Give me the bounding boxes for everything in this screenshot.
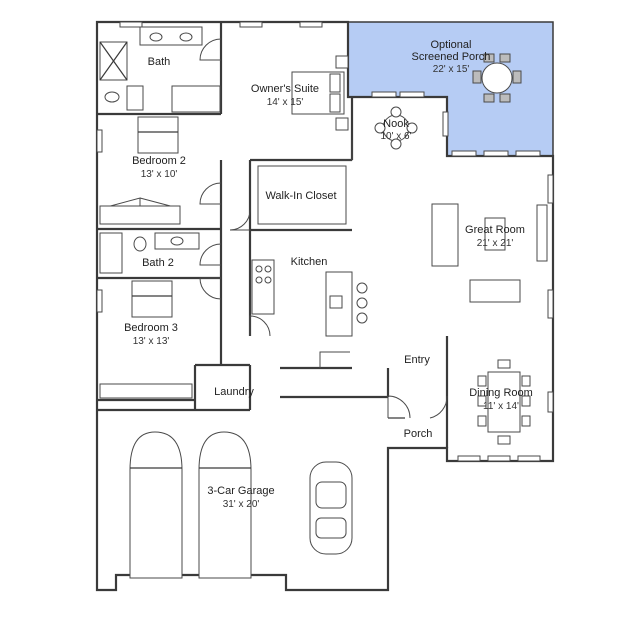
screened-porch-dims: 22' x 15' — [433, 64, 470, 75]
entry-label: Entry — [404, 354, 430, 366]
kitchen-label: Kitchen — [291, 256, 328, 268]
garage-dims: 31' x 20' — [223, 499, 260, 510]
nook-label: Nook — [383, 118, 409, 130]
door-swings — [199, 38, 448, 419]
bedroom2-furniture — [99, 116, 181, 225]
dining-table — [477, 359, 531, 445]
laundry-label: Laundry — [214, 386, 254, 398]
owners-suite-dims: 14' x 15' — [267, 97, 304, 108]
screened-porch-label-2: Screened Porch — [412, 51, 491, 63]
great-room-dims: 21' x 21' — [477, 238, 514, 249]
porch-label: Porch — [404, 428, 433, 440]
room-labels: Optional Screened Porch 22' x 15' Bath O… — [124, 39, 533, 510]
bedroom2-dims: 13' x 10' — [141, 169, 178, 180]
bedroom3-dims: 13' x 13' — [133, 336, 170, 347]
great-room-furniture — [431, 203, 548, 303]
porch-table — [472, 53, 522, 103]
kitchen-fixtures — [251, 259, 368, 337]
bath-fixtures — [99, 26, 221, 113]
garage-cars — [129, 431, 353, 579]
bedroom3-label: Bedroom 3 — [124, 322, 178, 334]
bath2-fixtures — [99, 232, 200, 274]
screened-porch-label-1: Optional — [431, 39, 472, 51]
nook-dims: 10' x 6' — [380, 131, 411, 142]
dining-room-dims: 11' x 14' — [483, 401, 519, 412]
dining-room-label: Dining Room — [469, 387, 533, 399]
bedroom2-label: Bedroom 2 — [132, 155, 186, 167]
garage-label: 3-Car Garage — [207, 485, 274, 497]
bath2-label: Bath 2 — [142, 257, 174, 269]
bedroom3-furniture — [99, 280, 193, 399]
bath-label: Bath — [148, 56, 171, 68]
great-room-label: Great Room — [465, 224, 525, 236]
windows — [96, 21, 554, 462]
owners-suite-furniture — [291, 55, 349, 131]
owners-suite-label: Owner's Suite — [251, 83, 319, 95]
walk-in-closet-label: Walk-In Closet — [265, 190, 336, 202]
closet-shelf — [257, 165, 347, 225]
nook-table — [374, 106, 418, 150]
